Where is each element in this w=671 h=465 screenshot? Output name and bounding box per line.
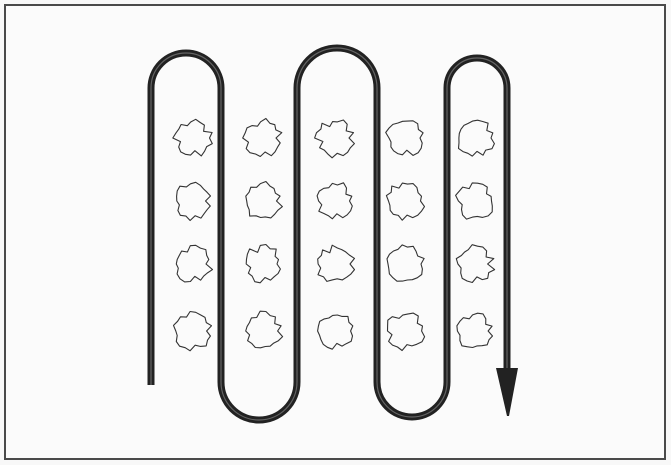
serpentine-path [147,44,518,424]
piece-blob [317,314,354,350]
piece-blob [176,181,212,222]
serpentine-path-line [147,44,511,424]
piece-blob [316,182,353,220]
piece-blob [172,118,213,157]
path-arrowhead [496,368,518,416]
figure-frame [4,4,666,460]
piece-blob [457,119,495,157]
piece-blob [386,244,425,282]
piece-blob [175,244,214,283]
piece-blob [314,119,355,159]
piece-blob [245,310,284,349]
piece-blob [455,182,493,220]
piece-blob [172,310,213,352]
serpentine-path-highlight [150,47,508,421]
piece-blob [385,182,426,221]
piece-blob [245,180,283,219]
piece-blob [242,117,283,158]
piece-blob [386,312,426,352]
pieces-grid [172,117,496,352]
piece-blob [455,244,496,284]
piece-blob [385,120,424,156]
piece-blob [245,243,281,284]
piece-blob [456,312,494,349]
piece-blob [317,244,356,282]
